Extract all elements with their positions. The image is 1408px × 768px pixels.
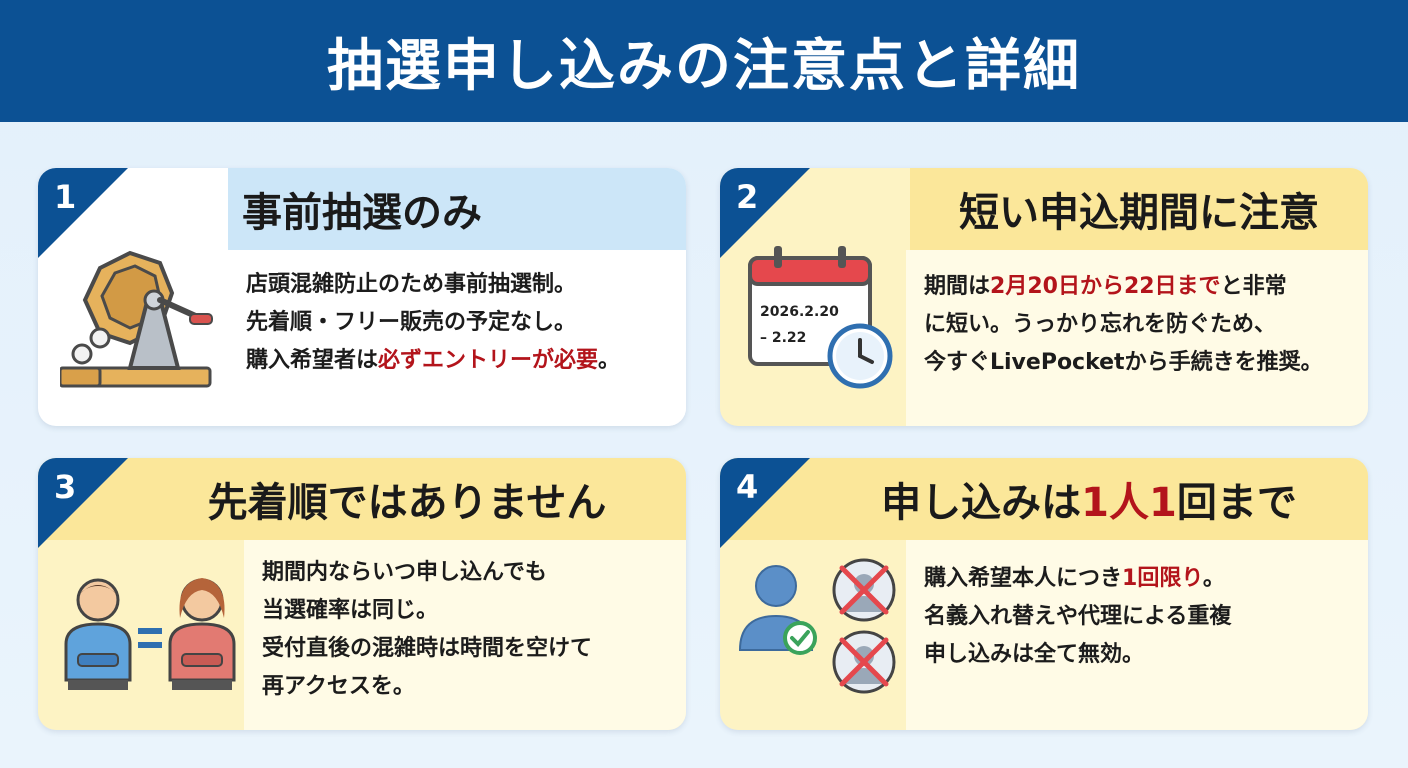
card-number: 3	[54, 468, 77, 506]
body-line: 今すぐLivePocketから手続きを推奨。	[924, 350, 1323, 375]
accent-text: 1人1	[1081, 480, 1177, 526]
body-line: 先着順・フリー販売の予定なし。	[246, 310, 577, 335]
card-title-band	[720, 458, 1368, 540]
card-body: 購入希望本人につき1回限り。 名義入れ替えや代理による重複 申し込みは全て無効。	[906, 540, 1368, 730]
card-number: 2	[736, 178, 759, 216]
body-line: 受付直後の混雑時は時間を空けて	[262, 636, 593, 661]
body-line: 再アクセスを。	[262, 674, 415, 699]
card-title-band: 短い申込期間に注意	[910, 168, 1368, 250]
body-line: に短い。うっかり忘れを防ぐため、	[924, 312, 1277, 337]
card-title-band: 事前抽選のみ	[228, 168, 686, 250]
body-line: 購入希望本人につき1回限り。	[924, 566, 1225, 591]
card-body: 期間は2月20日から22日までと非常 に短い。うっかり忘れを防ぐため、 今すぐL…	[906, 250, 1368, 426]
lottery-machine-icon	[60, 250, 213, 388]
body-line: 期間内ならいつ申し込んでも	[262, 560, 547, 585]
card-once-per-person: 申し込みは1人1回まで 4 購入希望本人につき1回限り。 名義入れ替えや代理によ…	[720, 458, 1368, 730]
card-short-period: 短い申込期間に注意 2 2026.2.20 – 2.22 期間は2月20日から2…	[720, 168, 1368, 426]
page-title: 抽選申し込みの注意点と詳細	[327, 33, 1081, 99]
calendar-date-start: 2026.2.20	[760, 304, 839, 320]
accent-text: 2月20日から22日まで	[990, 274, 1221, 299]
body-line: 購入希望者は必ずエントリーが必要。	[246, 348, 621, 373]
accent-text: 必ずエントリーが必要	[378, 348, 599, 373]
header-bar: 抽選申し込みの注意点と詳細	[0, 0, 1408, 122]
body-line: 申し込みは全て無効。	[924, 642, 1145, 667]
equal-people-icon	[64, 578, 236, 690]
card-title: 先着順ではありません	[207, 480, 607, 526]
card-number: 4	[736, 468, 759, 506]
card-body: 店頭混雑防止のため事前抽選制。 先着順・フリー販売の予定なし。 購入希望者は必ず…	[228, 250, 686, 426]
calendar-clock-icon: 2026.2.20 – 2.22	[748, 246, 893, 389]
card-title-band	[38, 458, 686, 540]
body-line: 店頭混雑防止のため事前抽選制。	[246, 272, 577, 297]
calendar-date-end: – 2.22	[760, 330, 806, 346]
one-person-only-icon	[738, 558, 896, 694]
card-pre-lottery: 事前抽選のみ 1 店頭混雑防止のため事前抽選制。 先着順・フリー販売の予定なし。…	[38, 168, 686, 426]
card-title: 事前抽選のみ	[242, 190, 482, 236]
body-line: 名義入れ替えや代理による重複	[924, 604, 1232, 629]
body-line: 期間は2月20日から22日までと非常	[924, 274, 1287, 299]
card-title: 申し込みは1人1回まで	[881, 480, 1297, 526]
card-title: 短い申込期間に注意	[959, 190, 1319, 236]
card-not-first-come: 先着順ではありません 3 期間内ならいつ申し込んでも 当選確率は同じ。 受付直後…	[38, 458, 686, 730]
card-body: 期間内ならいつ申し込んでも 当選確率は同じ。 受付直後の混雑時は時間を空けて 再…	[244, 540, 686, 730]
accent-text: 1回限り	[1122, 566, 1203, 591]
card-number: 1	[54, 178, 77, 216]
body-line: 当選確率は同じ。	[262, 598, 439, 623]
